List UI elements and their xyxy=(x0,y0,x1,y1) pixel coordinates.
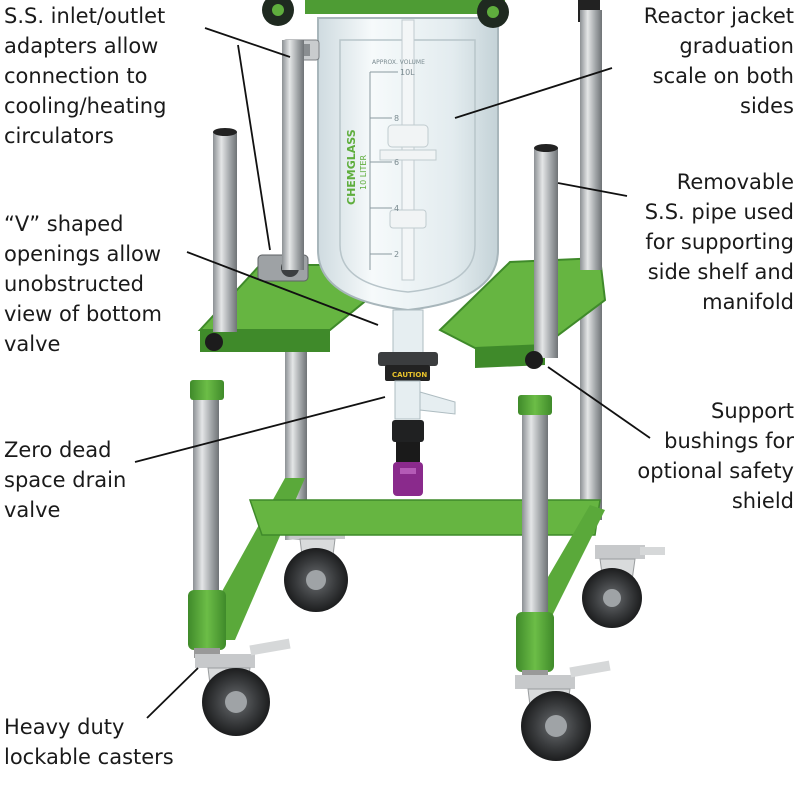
callout-casters: Heavy duty lockable casters xyxy=(4,715,174,769)
reactor-vessel: APPROX. VOLUME 10L 8 6 4 2 CHEMGLASS 10 … xyxy=(305,0,505,312)
drain-valve xyxy=(392,420,424,496)
bottom-valve: CAUTION xyxy=(378,309,456,420)
top-knob-left xyxy=(262,0,294,26)
leader-inlet-bottom xyxy=(237,44,271,251)
post-rear-left-upper xyxy=(282,40,304,270)
callout-inlet-outlet: S.S. inlet/outlet adapters allow connect… xyxy=(4,4,167,148)
caster-front-right xyxy=(515,660,611,761)
leader-v-openings xyxy=(186,251,379,326)
rear-post-right xyxy=(580,290,602,520)
callout-v-openings: “V” shaped openings allow unobstructed v… xyxy=(4,212,162,356)
volume-label: APPROX. VOLUME xyxy=(372,59,425,66)
caster-front-left xyxy=(195,638,291,736)
leader-inlet-top xyxy=(204,27,291,58)
caster-rear-right xyxy=(582,545,665,628)
caution-label: CAUTION xyxy=(392,371,427,379)
grad-10: 10L xyxy=(400,68,415,77)
leg-front-left xyxy=(188,380,226,658)
leader-drain-valve xyxy=(134,396,386,463)
callout-support-bushings: Support bushings for optional safety shi… xyxy=(637,399,794,513)
grad-4: 4 xyxy=(394,204,399,213)
caster-rear-left xyxy=(284,525,370,612)
grad-8: 8 xyxy=(394,114,399,123)
removable-pipe-right xyxy=(534,148,558,358)
vessel-brand: CHEMGLASS xyxy=(345,129,358,205)
top-knob-right xyxy=(477,0,509,28)
bushing-right xyxy=(525,351,543,369)
grad-2: 2 xyxy=(394,250,399,259)
bushing-left xyxy=(205,333,223,351)
post-rear-right-upper xyxy=(580,10,602,270)
callout-jacket-scale: Reactor jacket graduation scale on both … xyxy=(643,4,794,118)
leader-jacket-scale xyxy=(454,67,613,119)
callout-drain-valve: Zero dead space drain valve xyxy=(4,438,127,522)
callout-removable-pipe: Removable S.S. pipe used for supporting … xyxy=(644,170,794,314)
post-front-left-upper xyxy=(213,132,237,332)
leg-front-right xyxy=(516,395,554,680)
shelf-right xyxy=(438,256,607,368)
vessel-capacity: 10 LITER xyxy=(359,155,368,190)
grad-6: 6 xyxy=(394,158,399,167)
leader-removable-pipe xyxy=(557,182,628,197)
leader-casters xyxy=(146,667,199,719)
leader-lines xyxy=(134,27,651,719)
leader-support-bushings xyxy=(547,366,651,439)
